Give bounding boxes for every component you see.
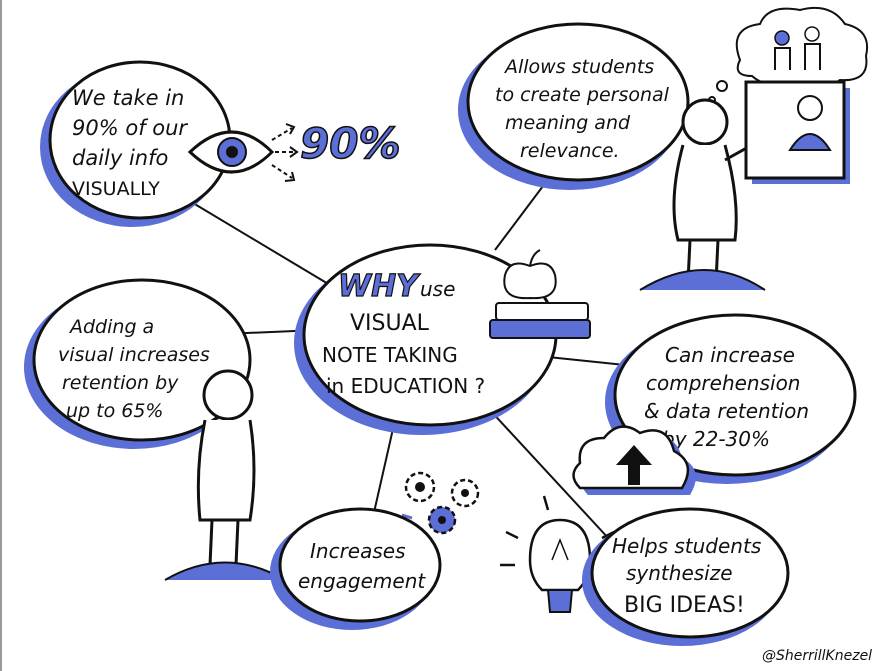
comprehension-line-4: by 22-30% [662, 427, 770, 451]
eye-badge: 90% [300, 119, 401, 168]
retention-line-1: Adding a [68, 316, 154, 338]
visual-intake-line-3: daily info [72, 146, 168, 170]
bubble-engagement: Increases engagement [270, 507, 442, 630]
personal-meaning-line-3: meaning and [505, 112, 631, 134]
teacher-figure-icon [639, 98, 771, 291]
personal-meaning-line-4: relevance. [520, 140, 620, 162]
center-line-education: in EDUCATION ? [326, 374, 485, 398]
arrow-icons [271, 123, 299, 182]
bubble-retention: Adding a visual increases retention by u… [24, 278, 252, 449]
bubble-synthesize: Helps students synthesize BIG IDEAS! [582, 507, 790, 646]
center-bubble: WHY use VISUAL NOTE TAKING in EDUCATION … [294, 243, 558, 435]
gears-icon [401, 471, 480, 535]
whiteboard-icon [744, 80, 850, 184]
comprehension-line-3: & data retention [644, 399, 809, 423]
personal-meaning-line-1: Allows students [503, 56, 654, 78]
retention-line-4: up to 65% [66, 400, 164, 422]
comprehension-line-2: comprehension [646, 371, 800, 395]
eye-icon [187, 130, 275, 174]
synthesize-line-3: BIG IDEAS! [624, 593, 745, 618]
bubble-personal-meaning: Allows students to create personal meani… [458, 22, 690, 190]
retention-line-2: visual increases [58, 344, 210, 366]
cloud-upload-icon [572, 425, 696, 495]
engagement-line-2: engagement [298, 569, 426, 593]
personal-meaning-line-2: to create personal [495, 84, 670, 106]
bubble-visual-intake: We take in 90% of our daily info VISUALL… [40, 60, 232, 227]
engagement-line-1: Increases [310, 539, 406, 563]
visual-intake-line-2: 90% of our [72, 116, 188, 140]
center-line-visual: VISUAL [350, 311, 430, 336]
synthesize-line-1: Helps students [612, 534, 761, 558]
artist-credit: @SherrillKnezel [762, 648, 872, 664]
retention-line-3: retention by [62, 372, 179, 394]
apple-on-books-icon [489, 249, 591, 339]
center-why: WHY [338, 269, 421, 304]
bubble-comprehension: Can increase comprehension & data retent… [605, 313, 857, 484]
center-line-note-taking: NOTE TAKING [322, 343, 458, 367]
visual-intake-line-1: We take in [72, 86, 184, 110]
center-use: use [420, 277, 455, 301]
visual-intake-line-4: VISUALLY [72, 178, 160, 200]
synthesize-line-2: synthesize [626, 561, 733, 585]
comprehension-line-1: Can increase [665, 343, 795, 367]
student-figure-icon [164, 369, 286, 581]
